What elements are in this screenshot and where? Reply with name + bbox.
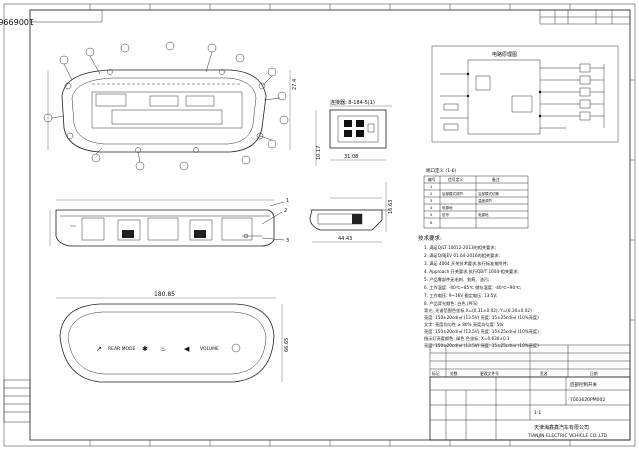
rev-header-doc: 更改文件号 bbox=[480, 371, 499, 376]
pin-row-note: 后部模式切换 bbox=[478, 191, 499, 196]
pin-table-title: 端口定义 (1-6) bbox=[426, 167, 457, 174]
zone-ticks bbox=[89, 4, 635, 446]
note-line: 6. 工作温度: -40℃~85℃ 储存温度: -40℃~90℃; bbox=[424, 284, 521, 291]
pin-row-no: 1 bbox=[430, 184, 433, 189]
rear-mode-label: REAR MODE bbox=[108, 346, 135, 352]
note-line: 文字: 亮度均匀性 ≥ 80% 亮度均匀度: 5% bbox=[424, 321, 503, 328]
company-name-cn: 天津海鑫鑫汽车有限公司 bbox=[534, 424, 589, 431]
note-line: 5. 产品零部件无毛刺、划痕、油污; bbox=[424, 276, 489, 283]
rev-header-date: 日期 bbox=[590, 371, 598, 376]
pin-row-signal: 后部模式调节 bbox=[442, 191, 463, 196]
notes-title: 技术要求: bbox=[418, 234, 442, 242]
connector-width-dim: 31.08 bbox=[344, 154, 358, 160]
pin-row-no: 4 bbox=[430, 205, 433, 210]
circuit-title: 电路原理图 bbox=[492, 51, 517, 58]
heat-icon: ♨ bbox=[160, 345, 166, 353]
middle-side-view: 2 3 1 bbox=[49, 198, 289, 247]
left-stamp-block bbox=[3, 379, 31, 423]
revision-block bbox=[539, 9, 631, 25]
fan-icon-group: ✱ ♨ ◀ VOLUME bbox=[142, 343, 241, 353]
part-code: 7003620PM002 bbox=[570, 397, 605, 403]
drawing-number-rotated: 1006996201100Z bbox=[0, 17, 34, 26]
note-line: 指示灯亮度颜色: 绿色 色坐标: X=0.630±0.1 bbox=[424, 335, 510, 342]
front-height-dim: 66.65 bbox=[284, 338, 290, 352]
overall-width-dim: 180.85 bbox=[154, 291, 175, 298]
pin-header-note: 备注 bbox=[492, 177, 500, 182]
pin-table: 端口定义 (1-6) 编号 信号定义 备注 1 2 后部模式调节 后部模式切换 … bbox=[423, 167, 529, 229]
side-view: 16.63 44.43 bbox=[309, 182, 394, 243]
pin-row-signal: 电源地 bbox=[442, 205, 453, 210]
drawing-number-box bbox=[29, 9, 103, 23]
pin-row-no: 6 bbox=[430, 220, 433, 225]
outer-frame bbox=[3, 3, 636, 447]
top-view-housing: 27.4 bbox=[43, 41, 298, 171]
scale: 1:1 bbox=[534, 410, 541, 416]
pin-row-note: 温度调节 bbox=[478, 198, 492, 203]
note-line: 1. 满足Q/LT 10012-2013的相关要求; bbox=[424, 244, 496, 251]
rear-mode-icon: ↗ bbox=[96, 345, 102, 353]
connector-label: 连接器: 8-184-5(1) bbox=[330, 99, 375, 106]
side-height-dim: 16.63 bbox=[388, 200, 394, 214]
note-line: 4. Approach 开关要求,执行QB/T 1604-相关要求; bbox=[424, 268, 519, 275]
note-line: 7. 工作电压: 9~16V 额定电压: 13.5V; bbox=[424, 292, 498, 299]
note-line: 亮度: 150±20cd/㎡ (13.5V) 亮度: 15±25cd/㎡ (10… bbox=[424, 328, 539, 335]
front-view: 180.85 ↗ REAR MODE ✱ ♨ ◀ VOLUME 66.65 bbox=[56, 291, 290, 383]
pin-row-note: 电源地 bbox=[478, 212, 489, 217]
technical-notes: 技术要求: 1. 满足Q/LT 10012-2013的相关要求; 2. 满足Q/… bbox=[418, 234, 539, 349]
connector-height-a: 10.17 bbox=[316, 146, 322, 160]
circuit-diagram: 电路原理图 bbox=[431, 45, 619, 143]
note-line: 亮度: 150±20cd/㎡ (13.5V) 亮度: 15±25cd/㎡ (10… bbox=[424, 342, 539, 349]
note-line: 3. 满足 4004 开关技术要求,执行标准按附件; bbox=[424, 260, 508, 267]
top-view-height-dim: 27.4 bbox=[292, 79, 298, 90]
power-icon bbox=[231, 343, 241, 353]
rev-header-count: 处数 bbox=[450, 371, 458, 376]
note-line: 亮度: 150±20cd/㎡ (13.5V) 亮度: 15±25cd/㎡ (10… bbox=[424, 314, 539, 321]
speaker-icon: ◀ bbox=[184, 345, 190, 353]
svg-text:3: 3 bbox=[286, 238, 289, 244]
pin-row-no: 3 bbox=[430, 198, 433, 203]
pin-row-no: 2 bbox=[430, 191, 433, 196]
pin-header-signal: 信号定义 bbox=[448, 177, 463, 182]
title-block: 后部控制开关 7003620PM002 1:1 天津海鑫鑫汽车有限公司 TIAN… bbox=[429, 376, 631, 441]
note-line: 背光: 光谱范围色坐标 X=(0.31±0.02), Y=(0.30±0.02) bbox=[424, 307, 532, 314]
note-line: 2. 满足Q/BJEV 01.64-2016的相关要求; bbox=[424, 252, 500, 259]
fan-icon: ✱ bbox=[142, 345, 148, 353]
revision-table: 标记 处数 更改文件号 签名 日期 bbox=[429, 344, 631, 378]
rear-mode-button: ↗ REAR MODE bbox=[96, 345, 135, 353]
pin-header-no: 编号 bbox=[428, 177, 436, 182]
part-name: 后部控制开关 bbox=[570, 381, 597, 388]
svg-text:1: 1 bbox=[286, 198, 289, 204]
connector-detail: 连接器: 8-184-5(1) 10.17 31.08 bbox=[315, 99, 392, 166]
company-name-en: TIANJIN ELECTRIC VEHICLE CO.,LTD bbox=[527, 433, 608, 439]
pin-row-no: 5 bbox=[430, 212, 433, 217]
svg-text:2: 2 bbox=[284, 208, 287, 214]
side-depth-dim: 44.43 bbox=[338, 236, 352, 242]
rev-header-mark: 标记 bbox=[432, 371, 440, 376]
volume-label: VOLUME bbox=[200, 346, 219, 352]
pin-row-signal: 信号 bbox=[442, 212, 450, 217]
rev-header-sign: 签名 bbox=[540, 371, 548, 376]
note-line: 8. 产品背光颜色: 白色 (PFS) bbox=[424, 300, 478, 307]
